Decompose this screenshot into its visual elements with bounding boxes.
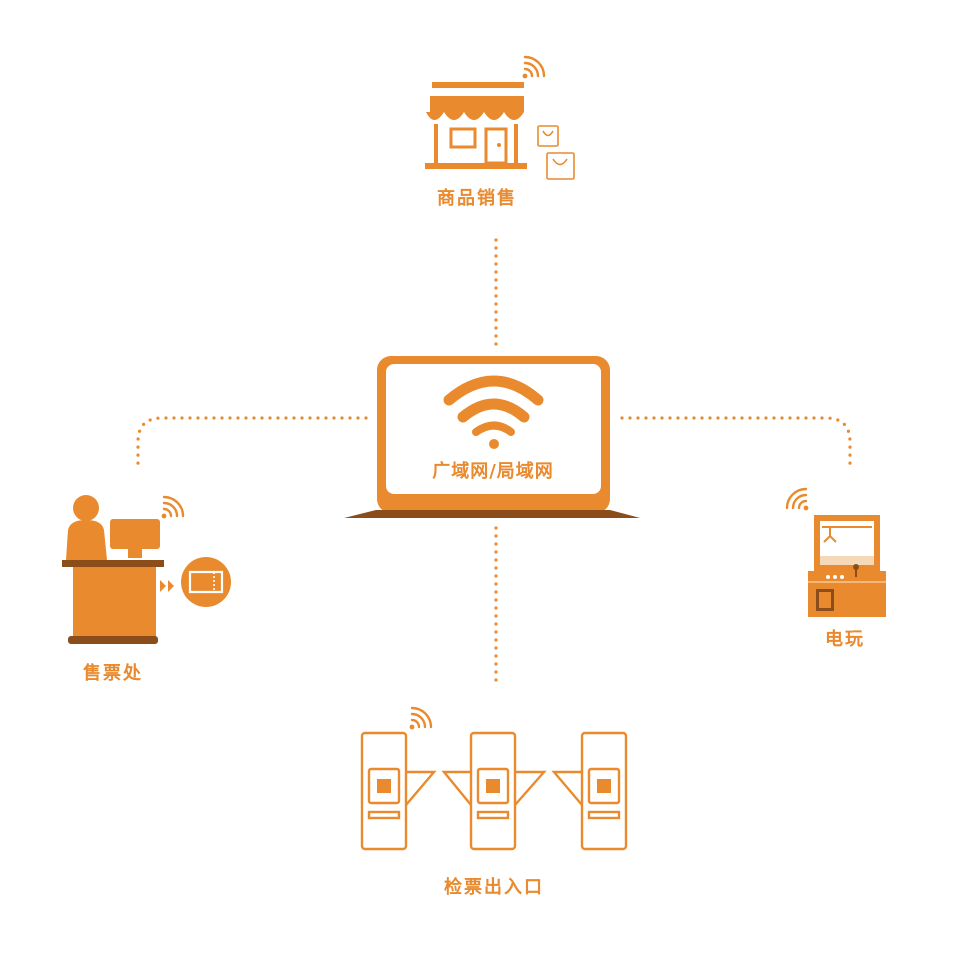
node-label-right: 电玩 (825, 629, 865, 650)
turnstile-gate-icon (360, 731, 628, 851)
wifi-icon (443, 375, 544, 449)
connectors (136, 238, 852, 687)
wifi-signal-icon (409, 706, 433, 730)
center-label: 广域网/局域网 (432, 461, 554, 482)
wifi-signal-icon (522, 55, 546, 79)
connector-right (620, 416, 852, 472)
node-label-bottom: 检票出入口 (444, 877, 544, 898)
ticket-icon (181, 557, 231, 607)
shopping-bag-icon (537, 125, 575, 180)
arrow-icon (160, 580, 174, 592)
ticket-office-icon (62, 495, 164, 644)
store-icon (425, 82, 527, 169)
node-label-top: 商品销售 (437, 188, 517, 209)
node-label-left: 售票处 (83, 663, 143, 684)
turnstile-gate-icon (377, 779, 611, 793)
connector-left (136, 416, 368, 472)
claw-machine-icon (808, 515, 886, 617)
wifi-signal-icon (161, 495, 185, 519)
wifi-signal-icon (785, 487, 809, 511)
